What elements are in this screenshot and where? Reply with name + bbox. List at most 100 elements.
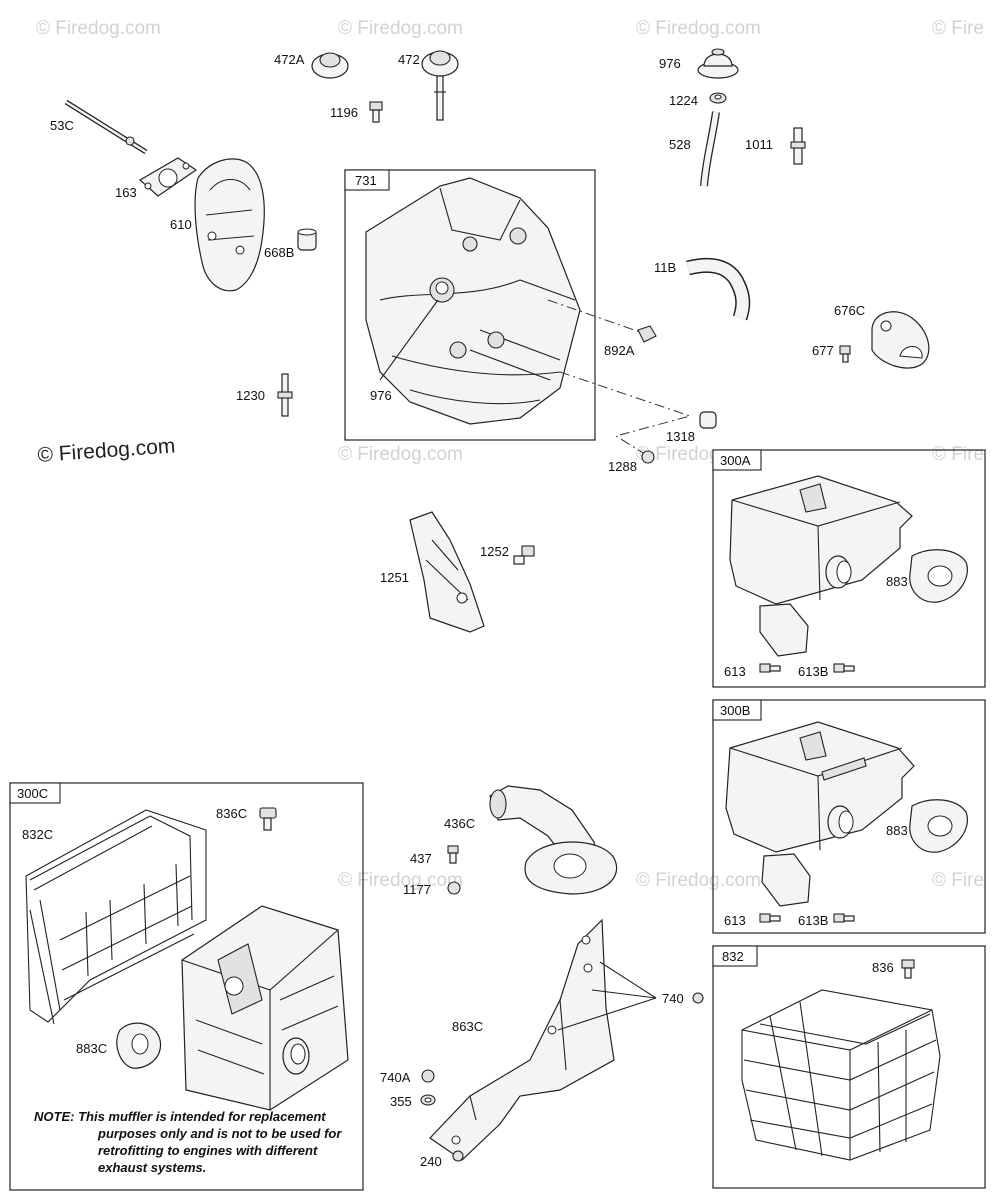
label-740: 740 (662, 991, 684, 1006)
part-528 (700, 111, 720, 187)
group-box-731 (344, 169, 596, 441)
label-528: 528 (669, 137, 691, 152)
label-437: 437 (410, 851, 432, 866)
part-437 (447, 845, 459, 864)
label-300a-613: 613 (724, 664, 746, 679)
label-436c: 436C (444, 816, 475, 831)
group-label-300c: 300C (17, 786, 48, 801)
part-892a (637, 325, 657, 343)
part-300c-muffler (181, 905, 349, 1111)
part-300a-613b (833, 663, 855, 673)
label-300a-613b: 613B (798, 664, 828, 679)
part-472a (311, 52, 349, 79)
label-677: 677 (812, 343, 834, 358)
label-1288: 1288 (608, 459, 637, 474)
part-976-top (697, 48, 739, 79)
part-300a-muffler (729, 475, 913, 657)
part-cut-off (452, 1150, 464, 1162)
label-740a: 740A (380, 1070, 411, 1085)
label-163: 163 (115, 185, 137, 200)
part-300b-gasket-883 (909, 799, 968, 853)
watermark: © Firedog.com (36, 18, 161, 39)
watermark: © Fire (932, 18, 984, 39)
label-355: 355 (390, 1094, 412, 1109)
label-863c: 863C (452, 1019, 483, 1034)
part-740 (692, 992, 704, 1004)
part-300b-613 (759, 913, 781, 923)
label-836c: 836C (216, 806, 247, 821)
leader-740 (591, 989, 657, 999)
label-1252: 1252 (480, 544, 509, 559)
label-1224: 1224 (669, 93, 698, 108)
label-676c: 676C (834, 303, 865, 318)
label-832c: 832C (22, 827, 53, 842)
label-cut-off: 240 (420, 1154, 442, 1169)
watermark: © Fire (932, 870, 984, 891)
part-610 (194, 158, 265, 292)
group-tag-731 (344, 169, 390, 191)
part-472 (421, 50, 459, 121)
dash-leader (559, 371, 692, 457)
label-1196: 1196 (330, 105, 358, 120)
label-1230: 1230 (236, 388, 265, 403)
part-1318 (699, 411, 717, 429)
label-668b: 668B (264, 245, 294, 260)
watermark: © Firedog.com (338, 18, 463, 39)
leader-976-in (379, 299, 439, 381)
label-472a: 472A (274, 52, 305, 67)
group-box-300b (712, 699, 986, 934)
group-box-300c (9, 782, 364, 1191)
part-731-shroud (365, 177, 581, 425)
label-976-top: 976 (659, 56, 681, 71)
group-tag-832 (712, 945, 758, 967)
group-box-832 (712, 945, 986, 1189)
group-box-300a (712, 449, 986, 688)
label-472: 472 (398, 52, 420, 67)
group-tag-300a (712, 449, 762, 471)
group-label-731: 731 (355, 173, 377, 188)
group-label-832: 832 (722, 949, 744, 964)
watermark: © Firedog.com (338, 870, 463, 891)
part-1252 (513, 545, 535, 565)
retrofit-note: NOTE: This muffler is intended for repla… (34, 1108, 354, 1176)
label-836: 836 (872, 960, 894, 975)
leader-740 (599, 961, 657, 999)
label-11b: 11B (654, 260, 676, 275)
label-1011: 1011 (745, 137, 773, 152)
watermark: © Fire (932, 444, 984, 465)
part-436c-elbow (489, 785, 618, 895)
label-976-in: 976 (370, 388, 392, 403)
part-355 (420, 1094, 436, 1106)
dash-leader (547, 299, 641, 333)
note-heading: NOTE: (34, 1109, 75, 1124)
part-300a-gasket-883 (909, 549, 968, 603)
part-832-guard (741, 989, 941, 1161)
part-1224 (709, 92, 727, 104)
label-300b-613b: 613B (798, 913, 828, 928)
watermark: © Firedog.com (338, 444, 463, 465)
watermark: © Firedog.com (636, 870, 761, 891)
watermark-main: © Firedog.com (37, 434, 176, 467)
group-label-300a: 300A (720, 453, 751, 468)
label-1251: 1251 (380, 570, 409, 585)
part-836 (901, 959, 915, 979)
group-tag-300c (9, 782, 61, 804)
label-300b-883: 883 (886, 823, 908, 838)
part-1011 (790, 127, 806, 165)
note-first-line: This muffler is intended for replacement (78, 1109, 326, 1124)
part-11b (686, 257, 751, 321)
part-1230 (277, 373, 293, 417)
part-677 (839, 345, 851, 363)
part-1177 (447, 881, 461, 895)
part-676c (871, 311, 930, 369)
part-300b-613b (833, 913, 855, 923)
part-883c-gasket (116, 1022, 162, 1069)
part-832c-guard (25, 809, 207, 1025)
label-892a: 892A (604, 343, 635, 358)
note-body: purposes only and is not to be used for … (98, 1126, 342, 1175)
part-668b (297, 228, 317, 251)
group-label-300b: 300B (720, 703, 750, 718)
part-163 (138, 157, 198, 197)
leader-740 (557, 997, 657, 1031)
